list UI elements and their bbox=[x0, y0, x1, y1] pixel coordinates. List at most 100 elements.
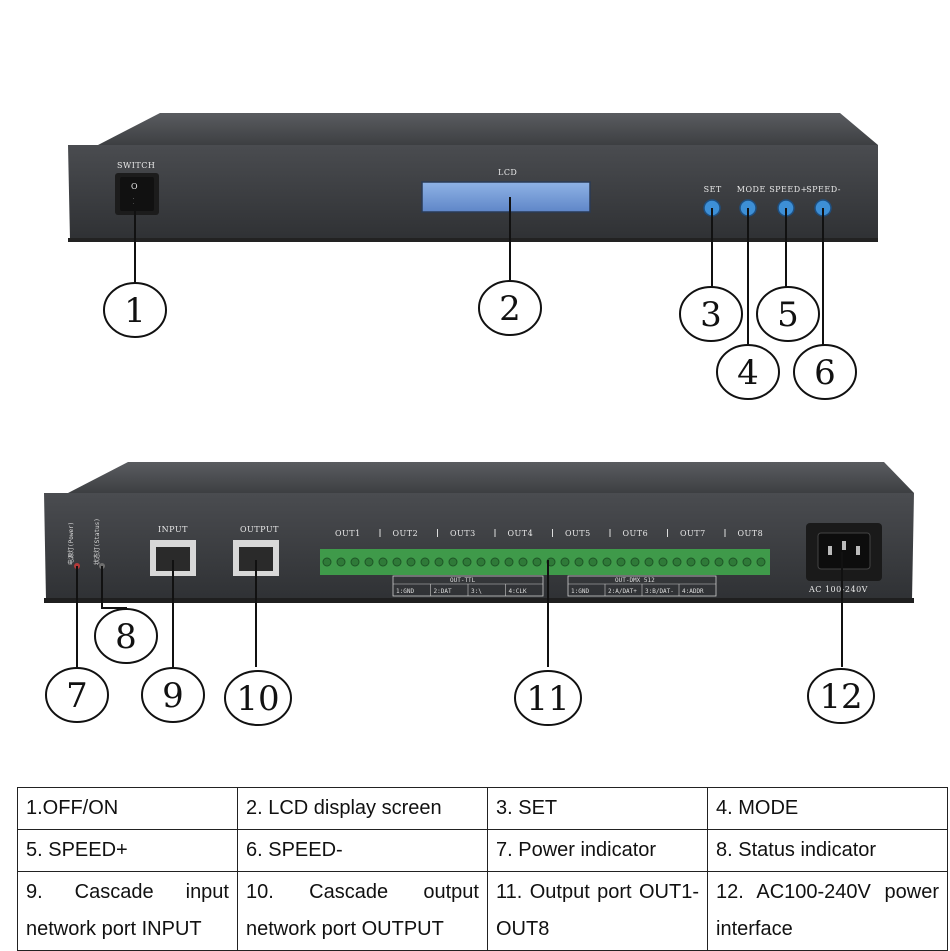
callout-number-8: 8 bbox=[115, 617, 137, 657]
terminal-screw bbox=[476, 557, 486, 567]
callout-number-2: 2 bbox=[499, 289, 521, 329]
dmx-title: OUT-DMX 512 bbox=[615, 577, 655, 584]
lcd-display bbox=[421, 181, 591, 213]
lcd-label: LCD bbox=[498, 168, 517, 177]
terminal-screw bbox=[504, 557, 514, 567]
terminal-screw bbox=[686, 557, 696, 567]
terminal-screw bbox=[700, 557, 710, 567]
button-label-0: SET bbox=[704, 185, 722, 194]
terminal-screw bbox=[658, 557, 668, 567]
input-port-label: INPUT bbox=[158, 525, 188, 534]
legend-cell: 1.OFF/ON bbox=[17, 787, 238, 830]
terminal-screw bbox=[392, 557, 402, 567]
pin-label: 4:CLK bbox=[509, 588, 527, 595]
power-socket[interactable] bbox=[806, 523, 882, 581]
terminal-screw bbox=[616, 557, 626, 567]
terminal-screw bbox=[532, 557, 542, 567]
terminal-screw bbox=[644, 557, 654, 567]
terminal-screw bbox=[574, 557, 584, 567]
terminal-screw bbox=[434, 557, 444, 567]
output-label-6: OUT7 bbox=[680, 529, 706, 538]
callout-circle-10 bbox=[224, 670, 292, 726]
legend-cell: 2. LCD display screen bbox=[237, 787, 488, 830]
output-label-0: OUT1 bbox=[335, 529, 361, 538]
power-indicator-label: 电源灯(Power) bbox=[67, 522, 75, 565]
terminal-screw bbox=[420, 557, 430, 567]
terminal-screw bbox=[364, 557, 374, 567]
terminal-screw bbox=[672, 557, 682, 567]
power-socket-label: AC 100-240V bbox=[808, 585, 868, 594]
button-label-3: SPEED- bbox=[806, 185, 841, 194]
terminal-screw bbox=[588, 557, 598, 567]
callout-circle-9 bbox=[141, 667, 205, 723]
button-label-1: MODE bbox=[737, 185, 766, 194]
terminal-screw bbox=[462, 557, 472, 567]
switch-label: SWITCH bbox=[117, 161, 155, 170]
ttl-title: OUT-TTL bbox=[450, 577, 476, 584]
legend-cell: 11. Output port OUT1-OUT8 bbox=[487, 871, 708, 951]
pin-label: 2:DAT bbox=[434, 588, 452, 595]
callout-number-9: 9 bbox=[162, 676, 184, 716]
terminal-screw bbox=[448, 557, 458, 567]
terminal-screw bbox=[336, 557, 346, 567]
ttl-pin-box: OUT-TTL 1:GND 2:DAT 3:\ 4:CLK bbox=[392, 575, 544, 597]
pin-label: 3:B/DAT- bbox=[645, 588, 674, 595]
callout-number-4: 4 bbox=[737, 353, 759, 393]
legend-cell: 6. SPEED- bbox=[237, 829, 488, 872]
legend-cell: 10. Cascade output network port OUTPUT bbox=[237, 871, 488, 951]
callout-circle-4 bbox=[716, 344, 780, 400]
pin-label: 3:\ bbox=[471, 588, 482, 595]
terminal-screw bbox=[518, 557, 528, 567]
output-port-label: OUTPUT bbox=[240, 525, 279, 534]
legend-cell: 7. Power indicator bbox=[487, 829, 708, 872]
callout-number-6: 6 bbox=[814, 353, 836, 393]
callout-number-7: 7 bbox=[66, 676, 88, 716]
callout-circle-11 bbox=[514, 670, 582, 726]
output-label-5: OUT6 bbox=[623, 529, 649, 538]
pin-label: 4:ADDR bbox=[682, 588, 704, 595]
callout-circle-1 bbox=[103, 282, 167, 338]
dmx-pin-box: OUT-DMX 512 1:GND 2:A/DAT+ 3:B/DAT- 4:ADDR bbox=[567, 575, 717, 597]
terminal-screw bbox=[742, 557, 752, 567]
legend-cell: 8. Status indicator bbox=[707, 829, 948, 872]
power-switch[interactable]: O I bbox=[115, 173, 159, 215]
output-label-4: OUT5 bbox=[565, 529, 591, 538]
callout-number-12: 12 bbox=[819, 677, 862, 717]
pin-label: 2:A/DAT+ bbox=[608, 588, 637, 595]
dmx-pins: 1:GND 2:A/DAT+ 3:B/DAT- 4:ADDR bbox=[571, 584, 704, 596]
terminal-screw bbox=[490, 557, 500, 567]
terminal-screw bbox=[406, 557, 416, 567]
callout-number-11: 11 bbox=[526, 679, 569, 719]
callout-number-10: 10 bbox=[236, 679, 279, 719]
pin-label: 1:GND bbox=[571, 588, 589, 595]
callout-circle-3 bbox=[679, 286, 743, 342]
terminal-screw bbox=[714, 557, 724, 567]
callout-circle-7 bbox=[45, 667, 109, 723]
callout-circle-12 bbox=[807, 668, 875, 724]
terminal-screw bbox=[560, 557, 570, 567]
switch-on-symbol: O bbox=[131, 182, 138, 191]
callout-number-1: 1 bbox=[124, 291, 146, 331]
rear-panel: 电源灯(Power) 状态灯(Status) INPUT OUTPUT OUT1… bbox=[44, 462, 914, 603]
callout-circle-2 bbox=[478, 280, 542, 336]
pin-label: 1:GND bbox=[396, 588, 414, 595]
callout-number-3: 3 bbox=[700, 295, 722, 335]
legend-cell: 4. MODE bbox=[707, 787, 948, 830]
terminal-screw bbox=[602, 557, 612, 567]
status-indicator-label: 状态灯(Status) bbox=[93, 518, 101, 565]
button-label-2: SPEED+ bbox=[769, 185, 808, 194]
terminal-screw bbox=[756, 557, 766, 567]
callout-lines bbox=[76, 193, 843, 667]
terminal-screw bbox=[350, 557, 360, 567]
terminal-strip bbox=[320, 549, 770, 575]
terminal-screw bbox=[378, 557, 388, 567]
terminal-screw bbox=[728, 557, 738, 567]
